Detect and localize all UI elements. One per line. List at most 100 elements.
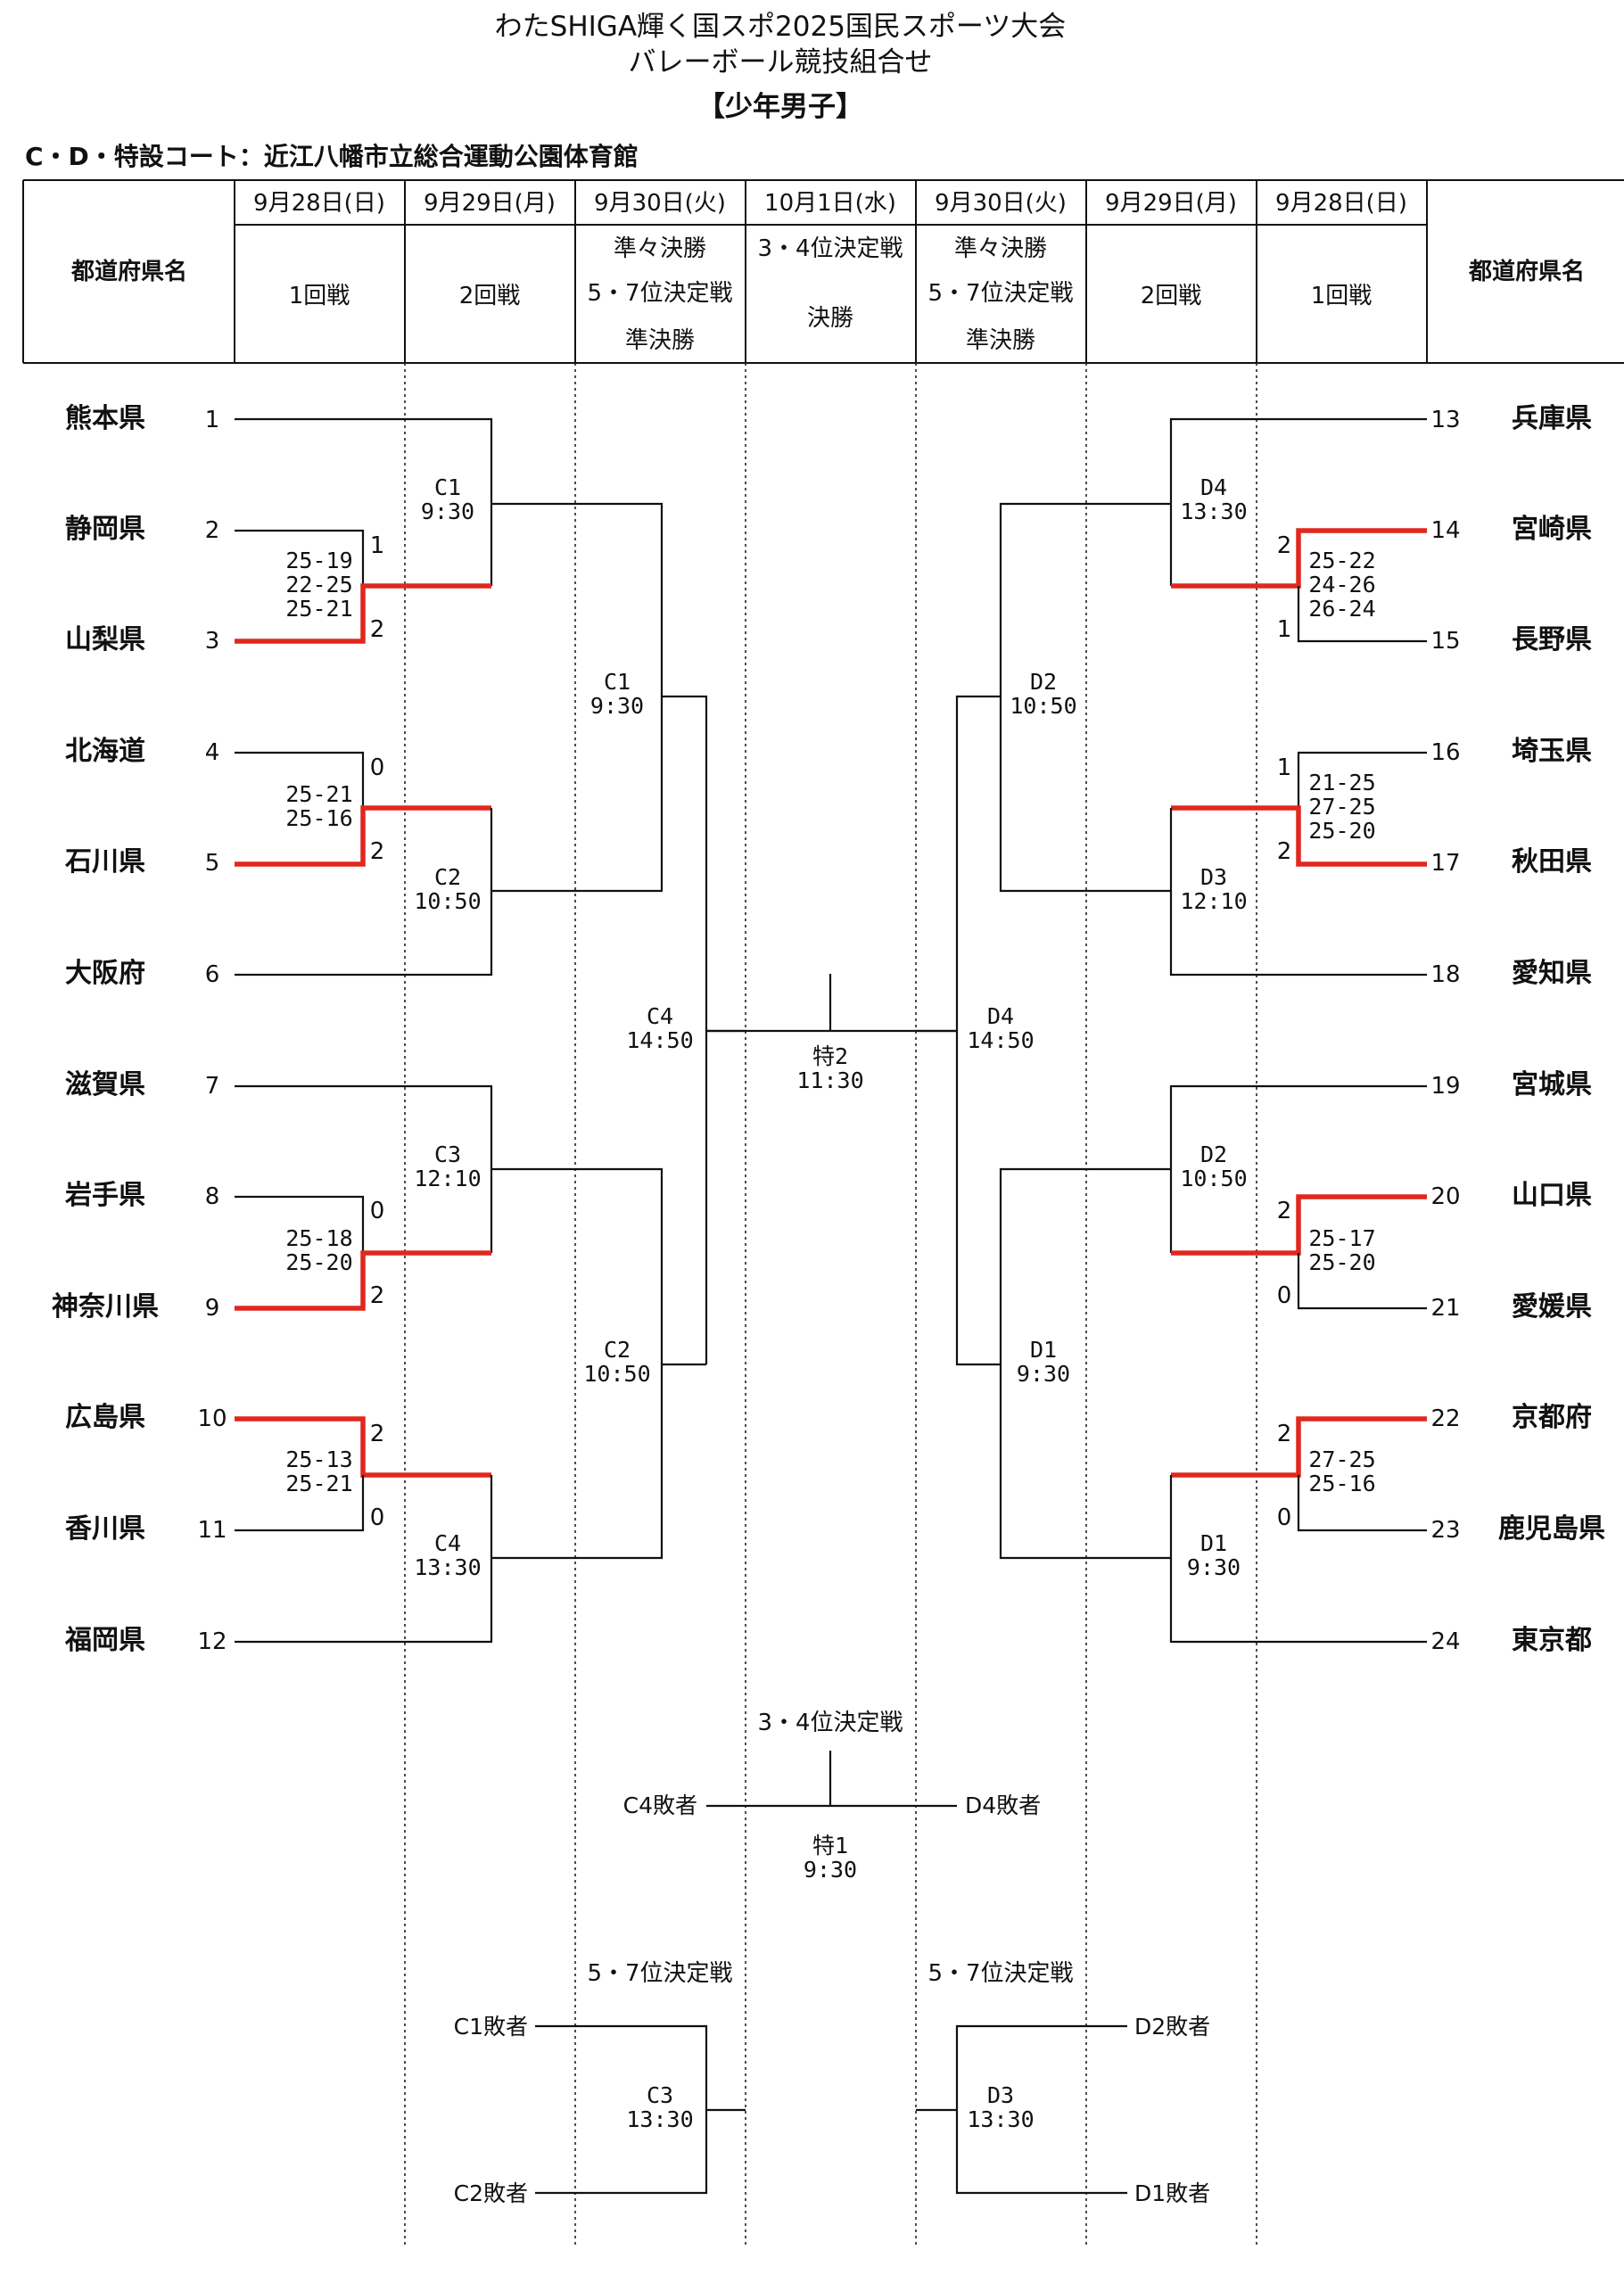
match-l-r2-d-time: 13:30 [414, 1554, 481, 1580]
fifth-left-time: 13:30 [626, 2106, 693, 2132]
score-20v21-set2: 25-20 [1308, 1249, 1375, 1275]
team-seed-7: 7 [205, 1073, 220, 1100]
team-name-10: 広島県 [65, 1402, 145, 1433]
score-2v3-set3: 25-21 [285, 596, 352, 622]
match-l-r2-b-time: 10:50 [414, 888, 481, 914]
venue-label: C・D・特設コート：近江八幡市立総合運動公園体育館 [25, 142, 639, 171]
match-r-r2-c-time: 10:50 [1180, 1166, 1247, 1191]
score-14v15-set2: 24-26 [1308, 572, 1375, 598]
team-seed-3: 3 [205, 628, 220, 655]
team-name-17: 秋田県 [1512, 846, 1592, 878]
sets-won-team-3: 2 [370, 616, 385, 643]
date-col-7: 9月28日(日) [1275, 190, 1407, 217]
third-place-time: 9:30 [804, 1857, 857, 1883]
match-r-r2-c-court: D2 [1200, 1142, 1227, 1167]
round-label-sf-left: 準決勝 [625, 327, 695, 354]
team-name-6: 大阪府 [65, 958, 145, 989]
score-22v23-set1: 27-25 [1308, 1446, 1375, 1472]
round-label-r2-right: 2回戦 [1141, 283, 1202, 309]
page-subtitle: バレーボール競技組合せ [629, 46, 933, 78]
team-name-22: 京都府 [1512, 1402, 1592, 1433]
score-14v15-set3: 26-24 [1308, 596, 1375, 622]
score-2v3-set1: 25-19 [285, 548, 352, 573]
pref-column-label-left: 都道府県名 [70, 258, 187, 285]
team-seed-16: 16 [1430, 739, 1460, 766]
team-name-15: 長野県 [1512, 624, 1592, 655]
team-name-8: 岩手県 [65, 1180, 145, 1211]
set-counts: 1 2 0 2 0 2 2 0 2 1 1 2 2 0 2 0 [370, 532, 1292, 1531]
fifth-place-left: 5・7位決定戦 C1敗者 C2敗者 C3 13:30 [454, 1960, 746, 2206]
sets-won-team-2: 1 [370, 532, 385, 559]
round-label-sf-right: 準決勝 [966, 327, 1035, 354]
team-name-1: 熊本県 [65, 403, 145, 434]
team-name-20: 山口県 [1512, 1180, 1592, 1211]
round-label-r1-right: 1回戦 [1311, 283, 1373, 309]
team-name-3: 山梨県 [65, 624, 145, 655]
team-seed-14: 14 [1430, 517, 1460, 544]
match-r-sf-time: 14:50 [967, 1027, 1034, 1053]
score-4v5-set2: 25-16 [285, 805, 352, 831]
fifth-left-bottom-entrant: C2敗者 [454, 2180, 528, 2206]
team-seed-9: 9 [205, 1295, 220, 1322]
team-seed-12: 12 [197, 1628, 227, 1655]
team-name-18: 愛知県 [1512, 958, 1592, 989]
team-seed-6: 6 [205, 961, 220, 988]
team-seed-2: 2 [205, 517, 220, 544]
sets-won-team-22: 2 [1277, 1421, 1292, 1447]
match-l-sf-court: C4 [647, 1003, 673, 1029]
sets-won-team-5: 2 [370, 838, 385, 865]
team-name-24: 東京都 [1512, 1625, 1592, 1656]
score-4v5-set1: 25-21 [285, 781, 352, 807]
team-name-12: 福岡県 [64, 1625, 145, 1656]
match-l-sf-time: 14:50 [626, 1027, 693, 1053]
fifth-right-top-entrant: D2敗者 [1134, 2014, 1210, 2040]
match-l-r2-a-time: 9:30 [421, 499, 474, 524]
sets-won-team-14: 2 [1277, 532, 1292, 559]
sets-won-team-20: 2 [1277, 1198, 1292, 1224]
match-l-r2-c-court: C3 [434, 1142, 461, 1167]
sets-won-team-16: 1 [1277, 754, 1292, 781]
team-seed-22: 22 [1430, 1405, 1460, 1432]
match-r-qf-b-court: D1 [1030, 1337, 1057, 1363]
match-l-r2-c-time: 12:10 [414, 1166, 481, 1191]
team-seed-11: 11 [197, 1517, 227, 1544]
match-r-sf-court: D4 [987, 1003, 1014, 1029]
page-title: わたSHIGA輝く国スポ2025国民スポーツ大会 [495, 11, 1067, 43]
team-seed-21: 21 [1430, 1295, 1460, 1322]
round-label-qf-left: 準々決勝 [614, 235, 706, 262]
set-scores: 25-19 22-25 25-21 25-21 25-16 25-18 25-2… [285, 548, 1375, 1496]
team-seed-15: 15 [1430, 628, 1460, 655]
team-name-21: 愛媛県 [1512, 1291, 1592, 1323]
match-l-r2-a-court: C1 [434, 474, 461, 500]
team-seed-17: 17 [1430, 850, 1460, 877]
team-seed-23: 23 [1430, 1517, 1460, 1544]
match-r-r2-a-court: D4 [1200, 474, 1227, 500]
match-l-qf-a-time: 9:30 [590, 693, 644, 719]
sets-won-team-17: 2 [1277, 838, 1292, 865]
third-place-court: 特1 [812, 1833, 848, 1859]
match-final-time: 11:30 [796, 1067, 863, 1093]
match-r-qf-a-court: D2 [1030, 669, 1057, 695]
match-r-r2-b-court: D3 [1200, 864, 1227, 890]
team-name-9: 神奈川県 [52, 1291, 159, 1323]
score-10v11-set2: 25-21 [285, 1471, 352, 1496]
score-22v23-set2: 25-16 [1308, 1471, 1375, 1496]
date-col-5: 9月30日(火) [935, 190, 1067, 217]
round-label-p34: 3・4位決定戦 [757, 235, 903, 262]
round-label-final: 決勝 [807, 305, 853, 332]
match-labels: C1 9:30 C2 10:50 C3 12:10 C4 13:30 C1 9:… [414, 474, 1247, 1580]
team-name-2: 静岡県 [65, 514, 145, 545]
match-l-qf-b-court: C2 [604, 1337, 631, 1363]
final-bracket [706, 974, 957, 1033]
round-label-p57-left: 5・7位決定戦 [587, 280, 732, 307]
match-r-r2-d-time: 9:30 [1187, 1554, 1241, 1580]
match-r-r2-d-court: D1 [1200, 1530, 1227, 1556]
match-l-qf-b-time: 10:50 [583, 1361, 650, 1387]
team-name-4: 北海道 [65, 736, 145, 767]
pref-column-label-right: 都道府県名 [1468, 258, 1585, 285]
sets-won-team-10: 2 [370, 1421, 385, 1447]
score-20v21-set1: 25-17 [1308, 1225, 1375, 1251]
match-r-qf-a-time: 10:50 [1010, 693, 1076, 719]
team-seed-20: 20 [1430, 1183, 1460, 1210]
